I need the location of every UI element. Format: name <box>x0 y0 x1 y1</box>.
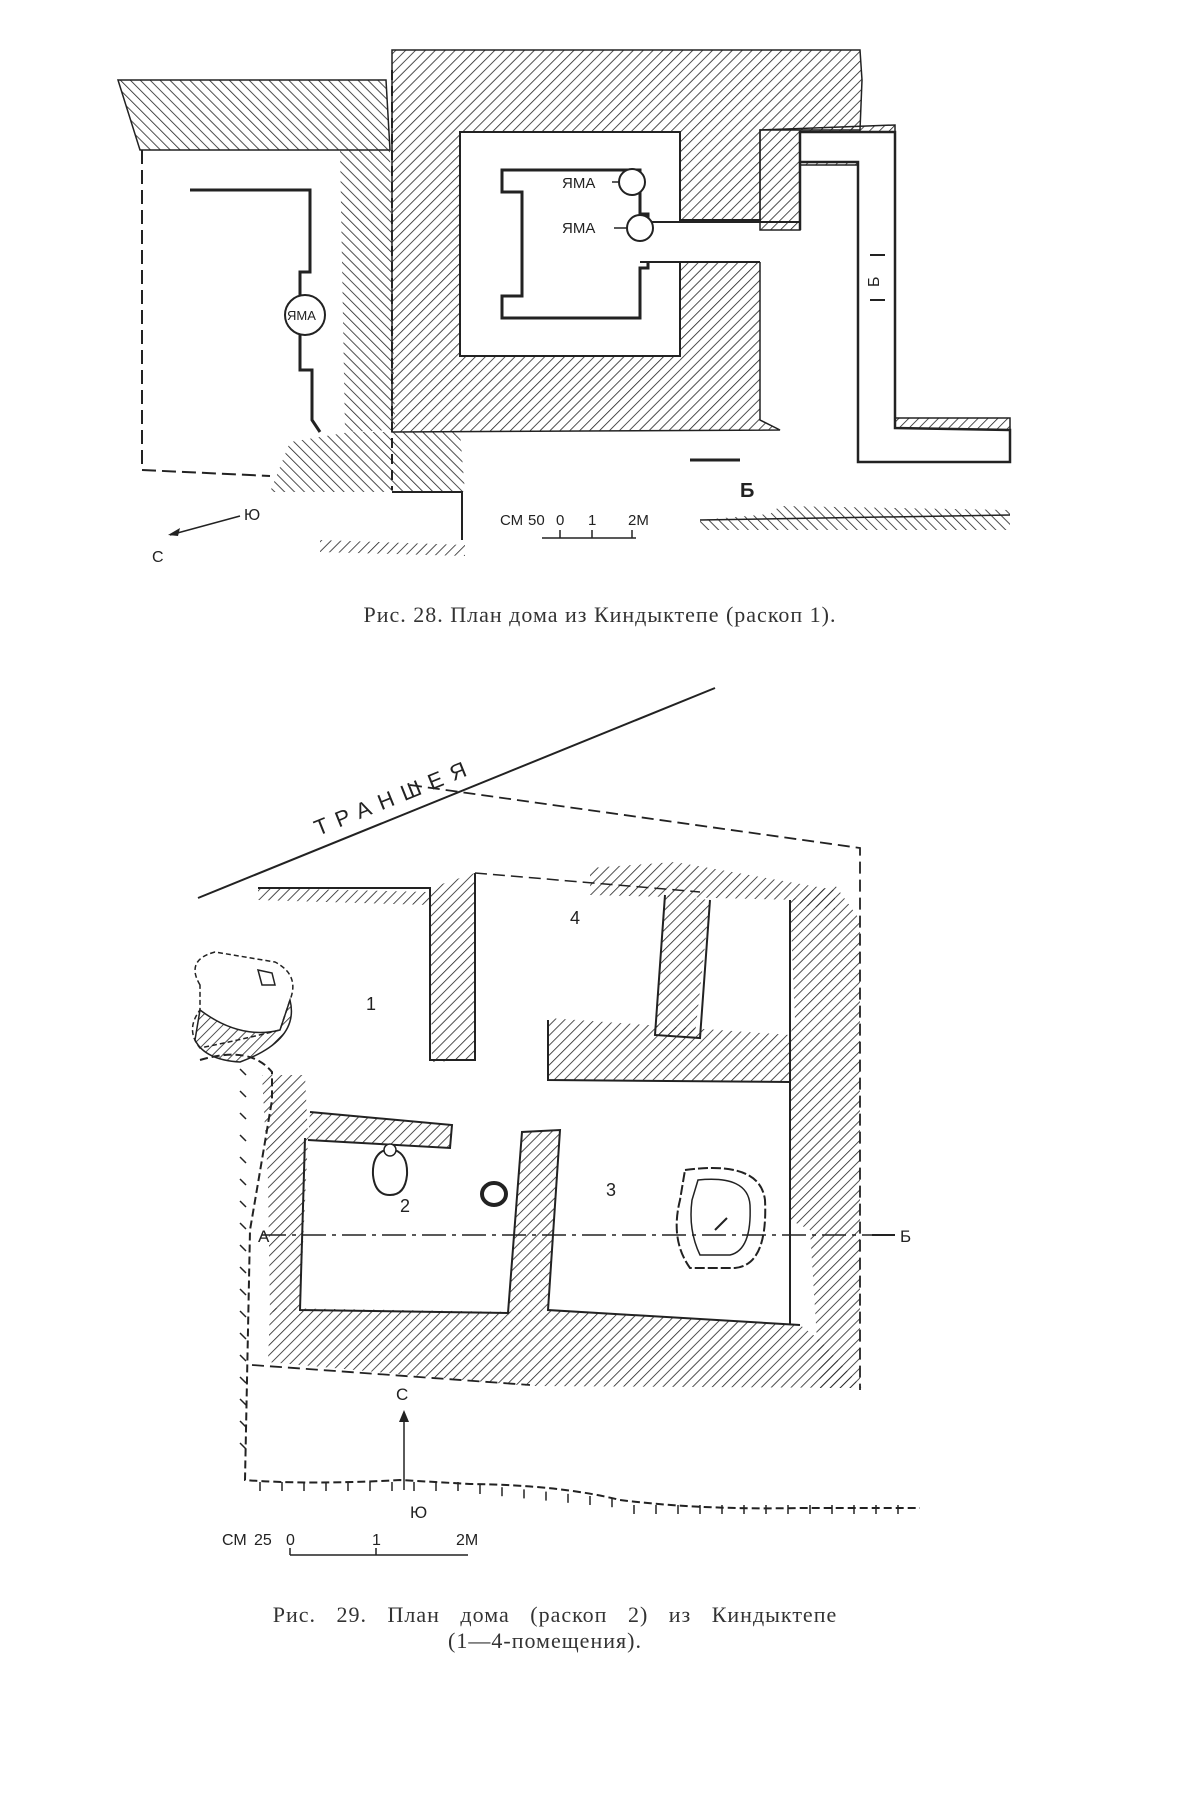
edge-tick <box>239 1068 247 1076</box>
figure-28-plan: Б ЯМА ЯМА ЯМА Б Ю С СМ 50 0 1 2М <box>116 49 1012 627</box>
edge-tick <box>239 1288 247 1296</box>
edge-tick <box>239 1178 247 1186</box>
svg-text:25: 25 <box>254 1532 272 1549</box>
scale-bar-29: СМ 25 0 1 2М <box>222 1532 478 1556</box>
wall-south <box>268 1308 862 1388</box>
hearth-structure <box>675 1167 767 1269</box>
scale-bar-28: СМ 50 0 1 2М <box>500 512 649 539</box>
pit-ring-feature <box>480 1181 508 1207</box>
pit-lower-label: ЯМА <box>562 220 595 237</box>
svg-text:2М: 2М <box>456 1532 478 1549</box>
pit-upper-circle <box>618 168 646 196</box>
north-arrow-29: С Ю <box>396 1385 427 1522</box>
room-number-4: 4 <box>570 908 580 928</box>
room-number-3: 3 <box>606 1180 616 1200</box>
svg-text:СМ: СМ <box>222 1532 247 1549</box>
svg-text:Ю: Ю <box>410 1503 427 1522</box>
figure-29-caption-line1: Рис. 29. План дома (раскоп 2) из Киндыкт… <box>273 1602 838 1627</box>
figure-29-caption-line2: (1—4-помещения). <box>448 1628 642 1653</box>
edge-tick <box>239 1090 247 1098</box>
pit-left-label: ЯМА <box>287 308 316 323</box>
wall-top-left <box>116 79 391 151</box>
figure-28-caption: Рис. 28. План дома из Киндыктепе (раскоп… <box>364 602 837 627</box>
excavation-edge-ticked <box>199 1053 920 1510</box>
edge-tick <box>239 1156 247 1164</box>
edge-tick <box>239 1310 247 1318</box>
svg-text:50: 50 <box>528 512 545 529</box>
pit-left-circle <box>284 294 326 336</box>
svg-text:0: 0 <box>556 512 564 529</box>
svg-text:0: 0 <box>286 1532 295 1549</box>
svg-text:С: С <box>396 1385 408 1404</box>
wall-room4-divider <box>655 895 710 1035</box>
wall-room1-divider <box>430 873 475 1062</box>
wall-middle-vertical <box>340 150 395 432</box>
passage-corridor <box>640 222 800 262</box>
edge-tick <box>239 1354 247 1362</box>
edge-tick <box>239 1398 247 1406</box>
section-mark-right: Б <box>740 480 754 502</box>
edge-tick <box>239 1376 247 1384</box>
oven-structure <box>191 951 294 1063</box>
edge-tick <box>239 1442 247 1450</box>
pit-upper-label: ЯМА <box>562 175 595 192</box>
wall-west <box>262 1075 308 1312</box>
wall-east <box>790 885 860 1388</box>
section-label-b: Б <box>900 1227 911 1246</box>
edge-tick <box>239 1134 247 1142</box>
svg-text:Ю: Ю <box>244 507 260 524</box>
excavation-boundary-left <box>141 150 271 477</box>
wall-bottom-left <box>270 432 465 492</box>
edge-tick <box>239 1244 247 1252</box>
wall-north <box>258 888 430 905</box>
wall-central-horizontal <box>548 1018 790 1082</box>
wall-room2-3-divider <box>508 1130 560 1315</box>
wall-bottom-strip <box>320 540 465 556</box>
svg-text:1: 1 <box>588 512 596 529</box>
svg-text:2М: 2М <box>628 512 649 529</box>
svg-text:СМ: СМ <box>500 512 523 529</box>
edge-tick <box>239 1112 247 1120</box>
svg-text:Б: Б <box>866 277 883 288</box>
wall-room2-north <box>308 1112 452 1148</box>
room-number-2: 2 <box>400 1196 410 1216</box>
corridor-right-white <box>798 130 1012 464</box>
edge-tick <box>239 1266 247 1274</box>
svg-text:1: 1 <box>372 1532 381 1549</box>
section-label-a: А <box>258 1227 270 1246</box>
wall-north-right <box>590 862 835 910</box>
trench-label: ТРАНШЕЯ <box>311 753 479 840</box>
trench-line <box>197 687 716 899</box>
north-arrow-28: Ю С <box>152 507 260 566</box>
edge-tick <box>239 1420 247 1428</box>
svg-text:С: С <box>152 549 164 566</box>
edge-tick <box>239 1200 247 1208</box>
room-number-1: 1 <box>366 994 376 1014</box>
pit-lower-circle <box>626 214 654 242</box>
edge-tick-marks <box>239 1068 899 1514</box>
edge-tick <box>239 1222 247 1230</box>
edge-tick <box>239 1332 247 1340</box>
jar-feature <box>371 1149 409 1197</box>
section-mark-vertical: Б <box>866 254 885 301</box>
figure-29-plan: ТРАНШЕЯ <box>191 687 920 1653</box>
